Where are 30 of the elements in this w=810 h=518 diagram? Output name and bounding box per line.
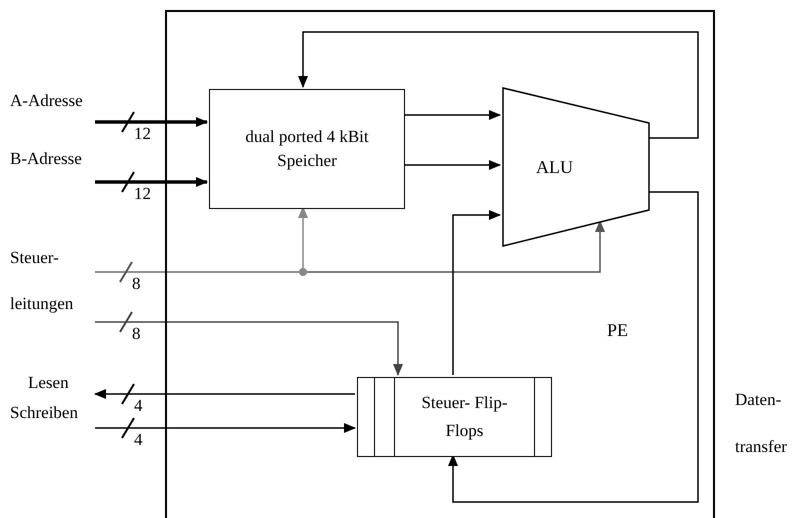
signal-arrow [95,177,208,187]
bus-width-label: 4 [134,397,142,415]
signal-arrow [403,110,501,120]
side-note: Daten- transfer [735,389,788,458]
signal-arrow [448,191,699,503]
signal-arrow [298,31,699,139]
register-label: Steuer- Flip-Flops [420,392,509,442]
signal-label: B-Adresse [10,148,95,182]
signal-arrow [95,321,403,376]
signal-arrow [452,210,501,375]
signal-label: Steuer- leitungen [10,235,95,312]
signal-arrow [403,160,501,170]
signal-arrow [95,423,356,433]
pe-frame [165,10,715,518]
signal-arrow [95,117,208,127]
bus-width-label: 12 [134,125,151,143]
pe-label: PE [607,319,628,342]
bus-width-label: 8 [132,325,140,343]
signal-label: Schreiben [10,402,95,428]
alu-label: ALU [536,156,573,178]
memory-label: dual ported 4 kBit Speicher [244,126,370,172]
signal-arrow [94,389,355,399]
alu-trapezoid [502,87,650,247]
memory-block [209,89,405,209]
signal-label: A-Adresse [10,90,95,122]
bus-width-label: 8 [132,275,140,293]
flip-flop-register [357,377,552,457]
signal-label: Lesen [28,372,95,394]
bus-width-label: 4 [134,431,142,449]
bus-width-label: 12 [134,185,151,203]
